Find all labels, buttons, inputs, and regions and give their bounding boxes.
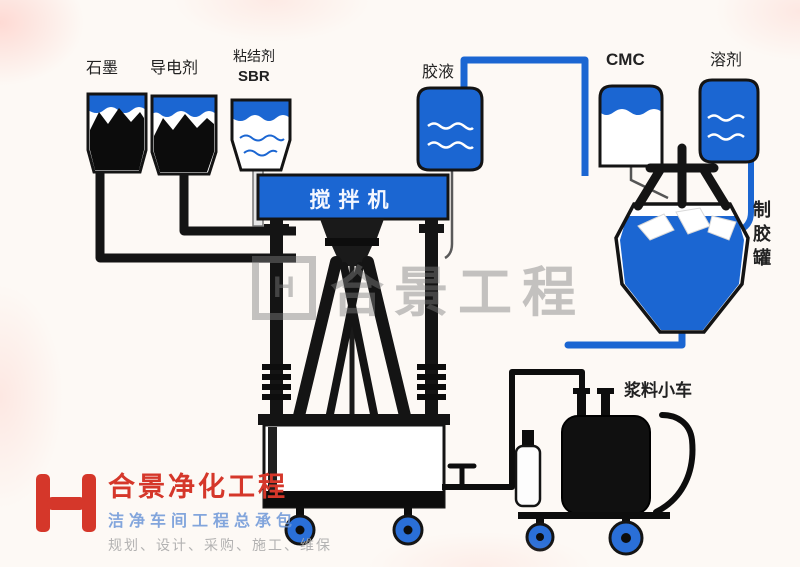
mixer-flange-left (262, 364, 291, 400)
hopper-conductive-agent (150, 94, 218, 176)
label-mixer: 搅拌机 (309, 189, 397, 212)
mixer-caster-left (284, 506, 316, 546)
label-slurry-cart: 浆料小车 (624, 381, 692, 400)
label-cmc: CMC (606, 50, 645, 69)
bottle (514, 430, 542, 508)
valve (447, 463, 477, 487)
hopper-sbr (230, 98, 292, 172)
company-logo-icon (36, 472, 96, 534)
pipe-graphite-to-mixer (95, 168, 296, 263)
mixer-machine (256, 173, 450, 546)
mixer-caster-right (392, 506, 424, 546)
cart-handle (653, 412, 696, 515)
slurry-tank (561, 415, 651, 515)
footer-company-name: 合景净化工程 (108, 472, 288, 502)
pipe-cmc-outlet (629, 166, 669, 200)
label-conductive-agent: 导电剂 (150, 60, 199, 77)
footer-brand: 合景净化工程 洁净车间工程总承包 规划、设计、采购、施工、维保 (36, 472, 332, 555)
label-glue-tank: 制胶罐 (751, 200, 771, 272)
tank-glue-liquid (416, 86, 484, 172)
tank-solvent (698, 78, 760, 164)
label-glue-liquid: 胶液 (422, 64, 455, 81)
footer-tagline: 洁净车间工程总承包 (108, 513, 298, 531)
pipe-conductive-to-mixer (179, 170, 296, 236)
label-binder: 粘结剂 (233, 48, 275, 64)
pipe-glueliquid-to-mixer (444, 168, 454, 260)
mixer-flange-right (417, 364, 446, 400)
label-solvent: 溶剂 (710, 52, 743, 69)
tank-cmc (598, 84, 664, 168)
slurry-cart (518, 388, 696, 556)
footer-services: 规划、设计、采购、施工、维保 (108, 537, 332, 554)
cart-caster-left (525, 519, 555, 552)
hopper-graphite (86, 92, 148, 174)
label-graphite: 石墨 (86, 60, 119, 77)
mixer-header (256, 173, 450, 221)
label-sbr: SBR (238, 68, 270, 85)
pipe-mixer-to-cart (442, 369, 585, 490)
pipe-glueliquid-top (460, 56, 589, 176)
pipe-gluetank-outlet (564, 326, 686, 349)
glue-making-tank (614, 143, 750, 334)
cart-caster-right (608, 519, 644, 556)
